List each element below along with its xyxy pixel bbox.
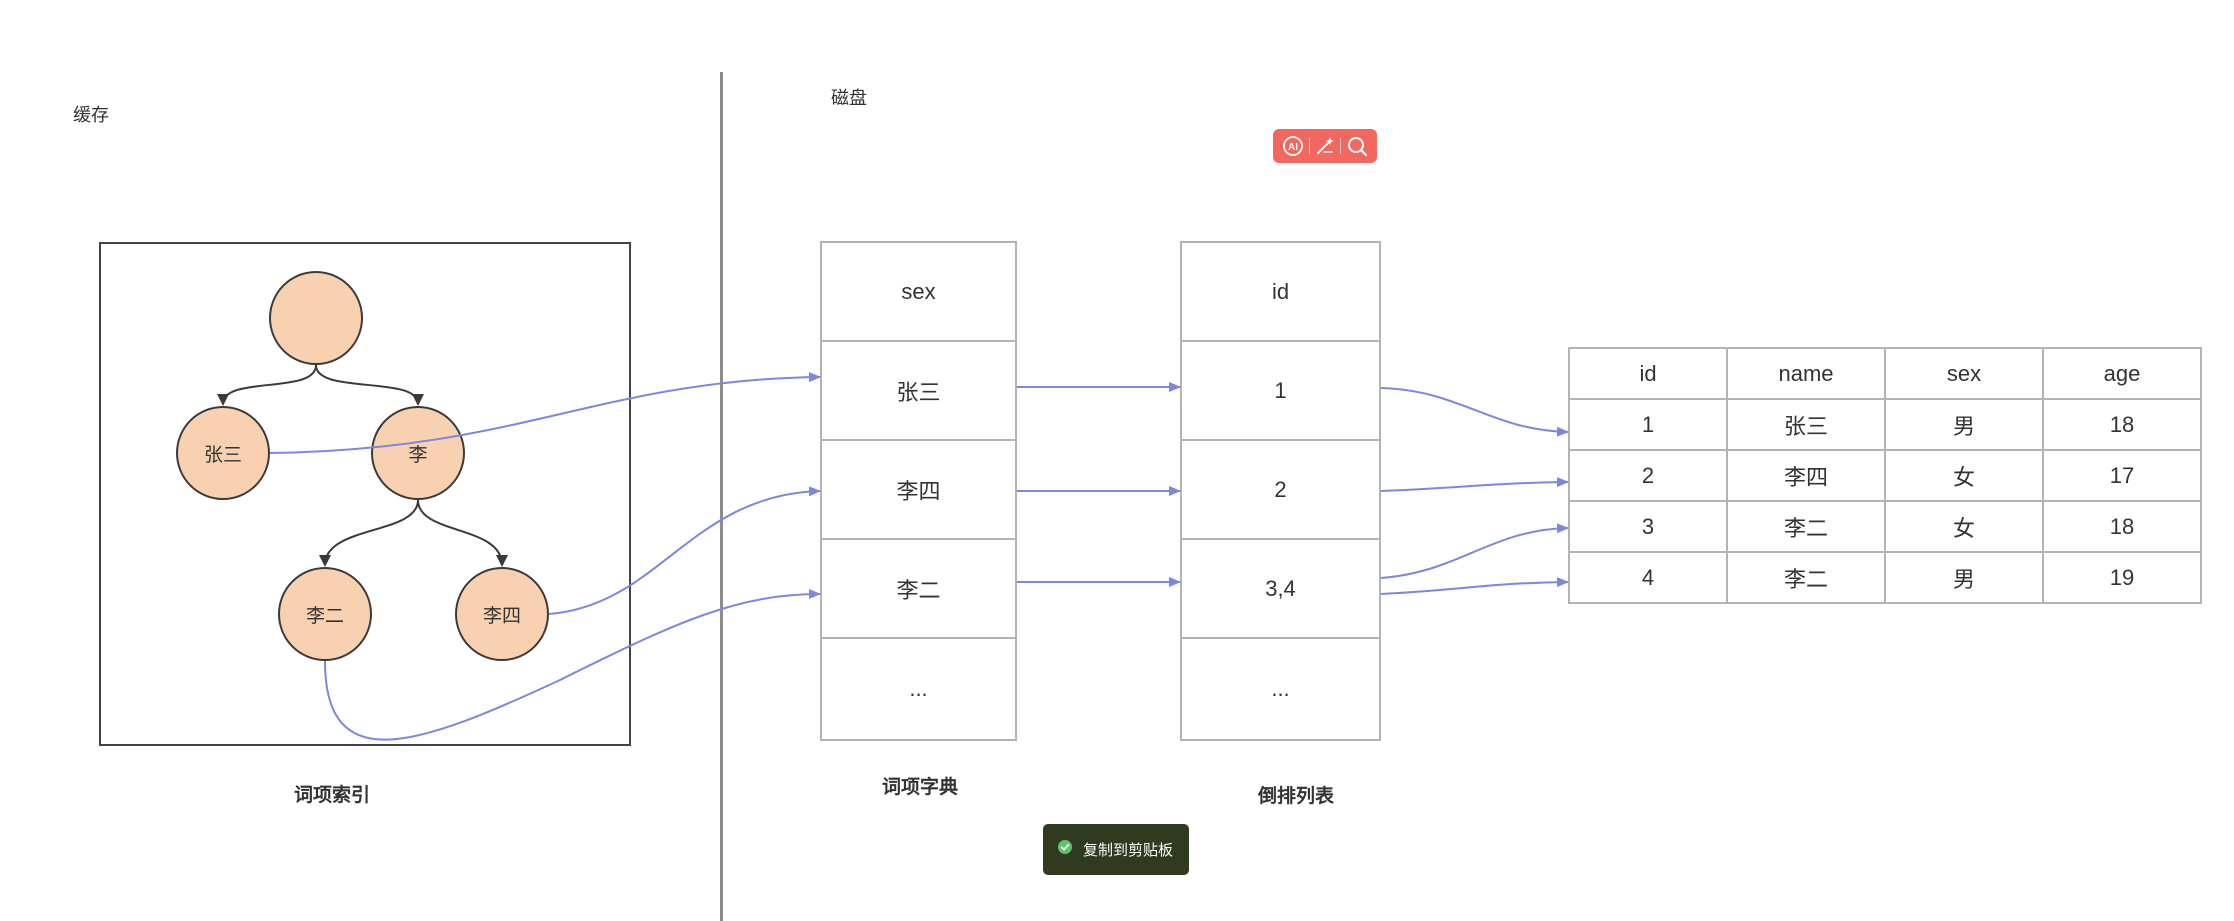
table-cell: 4 [1568,551,1728,604]
column-header: age [2042,347,2202,400]
table-row: 4 李二 男 19 [1568,551,2202,604]
ai-icon[interactable]: AI [1280,133,1306,159]
table-cell: 18 [2042,398,2202,451]
table-cell: 张三 [1726,398,1886,451]
term-dictionary-caption: 词项字典 [882,777,959,798]
connector-row-4 [1380,577,1569,595]
connector-row-3 [1380,523,1569,579]
table-cell: 李二 [1726,500,1886,553]
table-cell: 3 [1568,500,1728,553]
copied-toast: 复制到剪贴板 [1043,824,1189,875]
posting-list-cell: id [1182,243,1379,342]
column-header: name [1726,347,1886,400]
section-divider [720,72,723,921]
term-dictionary-cell: sex [822,243,1015,342]
term-dictionary-cell: 张三 [822,342,1015,441]
table-cell: 17 [2042,449,2202,502]
toast-text: 复制到剪贴板 [1083,842,1174,859]
posting-list-caption: 倒排列表 [1258,786,1335,807]
posting-list-cell: ... [1271,675,1290,701]
table-cell: 李四 [1726,449,1886,502]
table-row: 3 李二 女 18 [1568,500,2202,553]
table-cell: 19 [2042,551,2202,604]
data-table: id name sex age 1 张三 男 18 2 李四 女 17 3 李二… [1568,347,2202,604]
term-index-box [99,242,631,746]
column-header: sex [1884,347,2044,400]
column-header: id [1568,347,1728,400]
tree-node-lisi: 李四 [455,567,549,661]
tree-node-root [269,271,363,365]
term-dictionary-cell: ... [909,675,928,701]
table-cell: 1 [1568,398,1728,451]
term-dictionary-cell: 李四 [822,441,1015,540]
table-cell: 18 [2042,500,2202,553]
check-circle-icon [1057,839,1073,860]
tree-node-zhangsan: 张三 [176,406,270,500]
table-header-row: id name sex age [1568,347,2202,400]
tree-node-lier: 李二 [278,567,372,661]
ai-toolbar: AI [1273,129,1377,163]
connector-row-2 [1380,477,1569,492]
posting-list-cell: 3,4 [1182,540,1379,639]
posting-list-cell: 1 [1182,342,1379,441]
magic-wand-icon[interactable] [1312,133,1338,159]
tree-node-li: 李 [371,406,465,500]
term-index-caption: 词项索引 [294,785,371,806]
table-row: 1 张三 男 18 [1568,398,2202,451]
toolbar-separator [1308,138,1310,154]
cache-label: 缓存 [73,105,109,125]
search-icon[interactable] [1344,133,1370,159]
posting-list-table: id 1 2 3,4 ... [1180,241,1381,741]
disk-label: 磁盘 [831,88,867,108]
table-cell: 女 [1884,449,2044,502]
table-cell: 女 [1884,500,2044,553]
toolbar-separator [1340,138,1342,154]
table-row: 2 李四 女 17 [1568,449,2202,502]
table-cell: 男 [1884,551,2044,604]
posting-list-cell: 2 [1182,441,1379,540]
table-cell: 2 [1568,449,1728,502]
connector-row-1 [1380,387,1569,437]
table-cell: 李二 [1726,551,1886,604]
svg-text:AI: AI [1288,142,1298,153]
term-dictionary-cell: 李二 [822,540,1015,639]
term-dictionary-table: sex 张三 李四 李二 ... [820,241,1017,741]
table-cell: 男 [1884,398,2044,451]
